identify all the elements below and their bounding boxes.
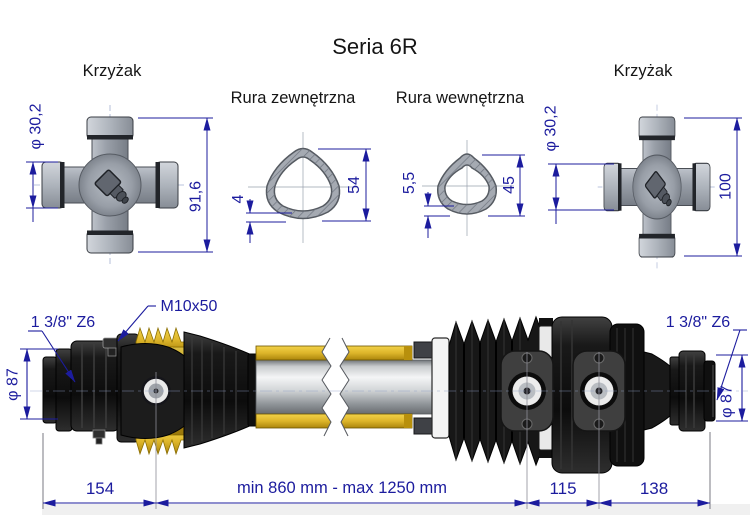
top-dimension-lines [26,117,742,257]
universal-cross-left [33,104,187,266]
outer-tube-profile [248,132,358,243]
dim-shaft-diameter-right: φ 87 [718,385,735,418]
dim-154: 154 [85,479,115,498]
dim-138: 138 [639,479,669,498]
dim-inner-tube-wall: 5,5 [401,171,418,195]
outer-tube-label: Rura zewnętrzna [230,89,356,108]
dim-115: 115 [549,479,577,498]
bottom-dimension-lines [20,305,748,507]
page-title: Seria 6R [332,34,418,59]
universal-cross-right [596,103,718,271]
dim-cross-right-diameter: φ 30,2 [542,105,559,152]
dim-cross-left-height: 91,6 [187,180,204,213]
dim-inner-tube-size: 45 [501,176,518,194]
dim-shaft-diameter-left: φ 87 [4,368,21,401]
inner-tube-label: Rura wewnętrzna [395,89,525,108]
cross-right-label: Krzyżak [613,62,673,81]
spline-left-label: 1 3/8" Z6 [30,313,96,331]
spline-right-label: 1 3/8" Z6 [665,313,731,331]
dim-outer-tube-wall: 4 [230,194,247,204]
dim-cross-left-diameter: φ 30,2 [27,103,44,150]
dim-min-max-length: min 860 mm - max 1250 mm [237,479,447,498]
dim-cross-right-height: 100 [717,173,734,200]
bolt-label: M10x50 [160,297,218,315]
dim-outer-tube-size: 54 [346,176,363,194]
pto-shaft-assembly [30,315,750,515]
cross-left-label: Krzyżak [82,62,142,81]
inner-tube-profile [422,140,514,236]
